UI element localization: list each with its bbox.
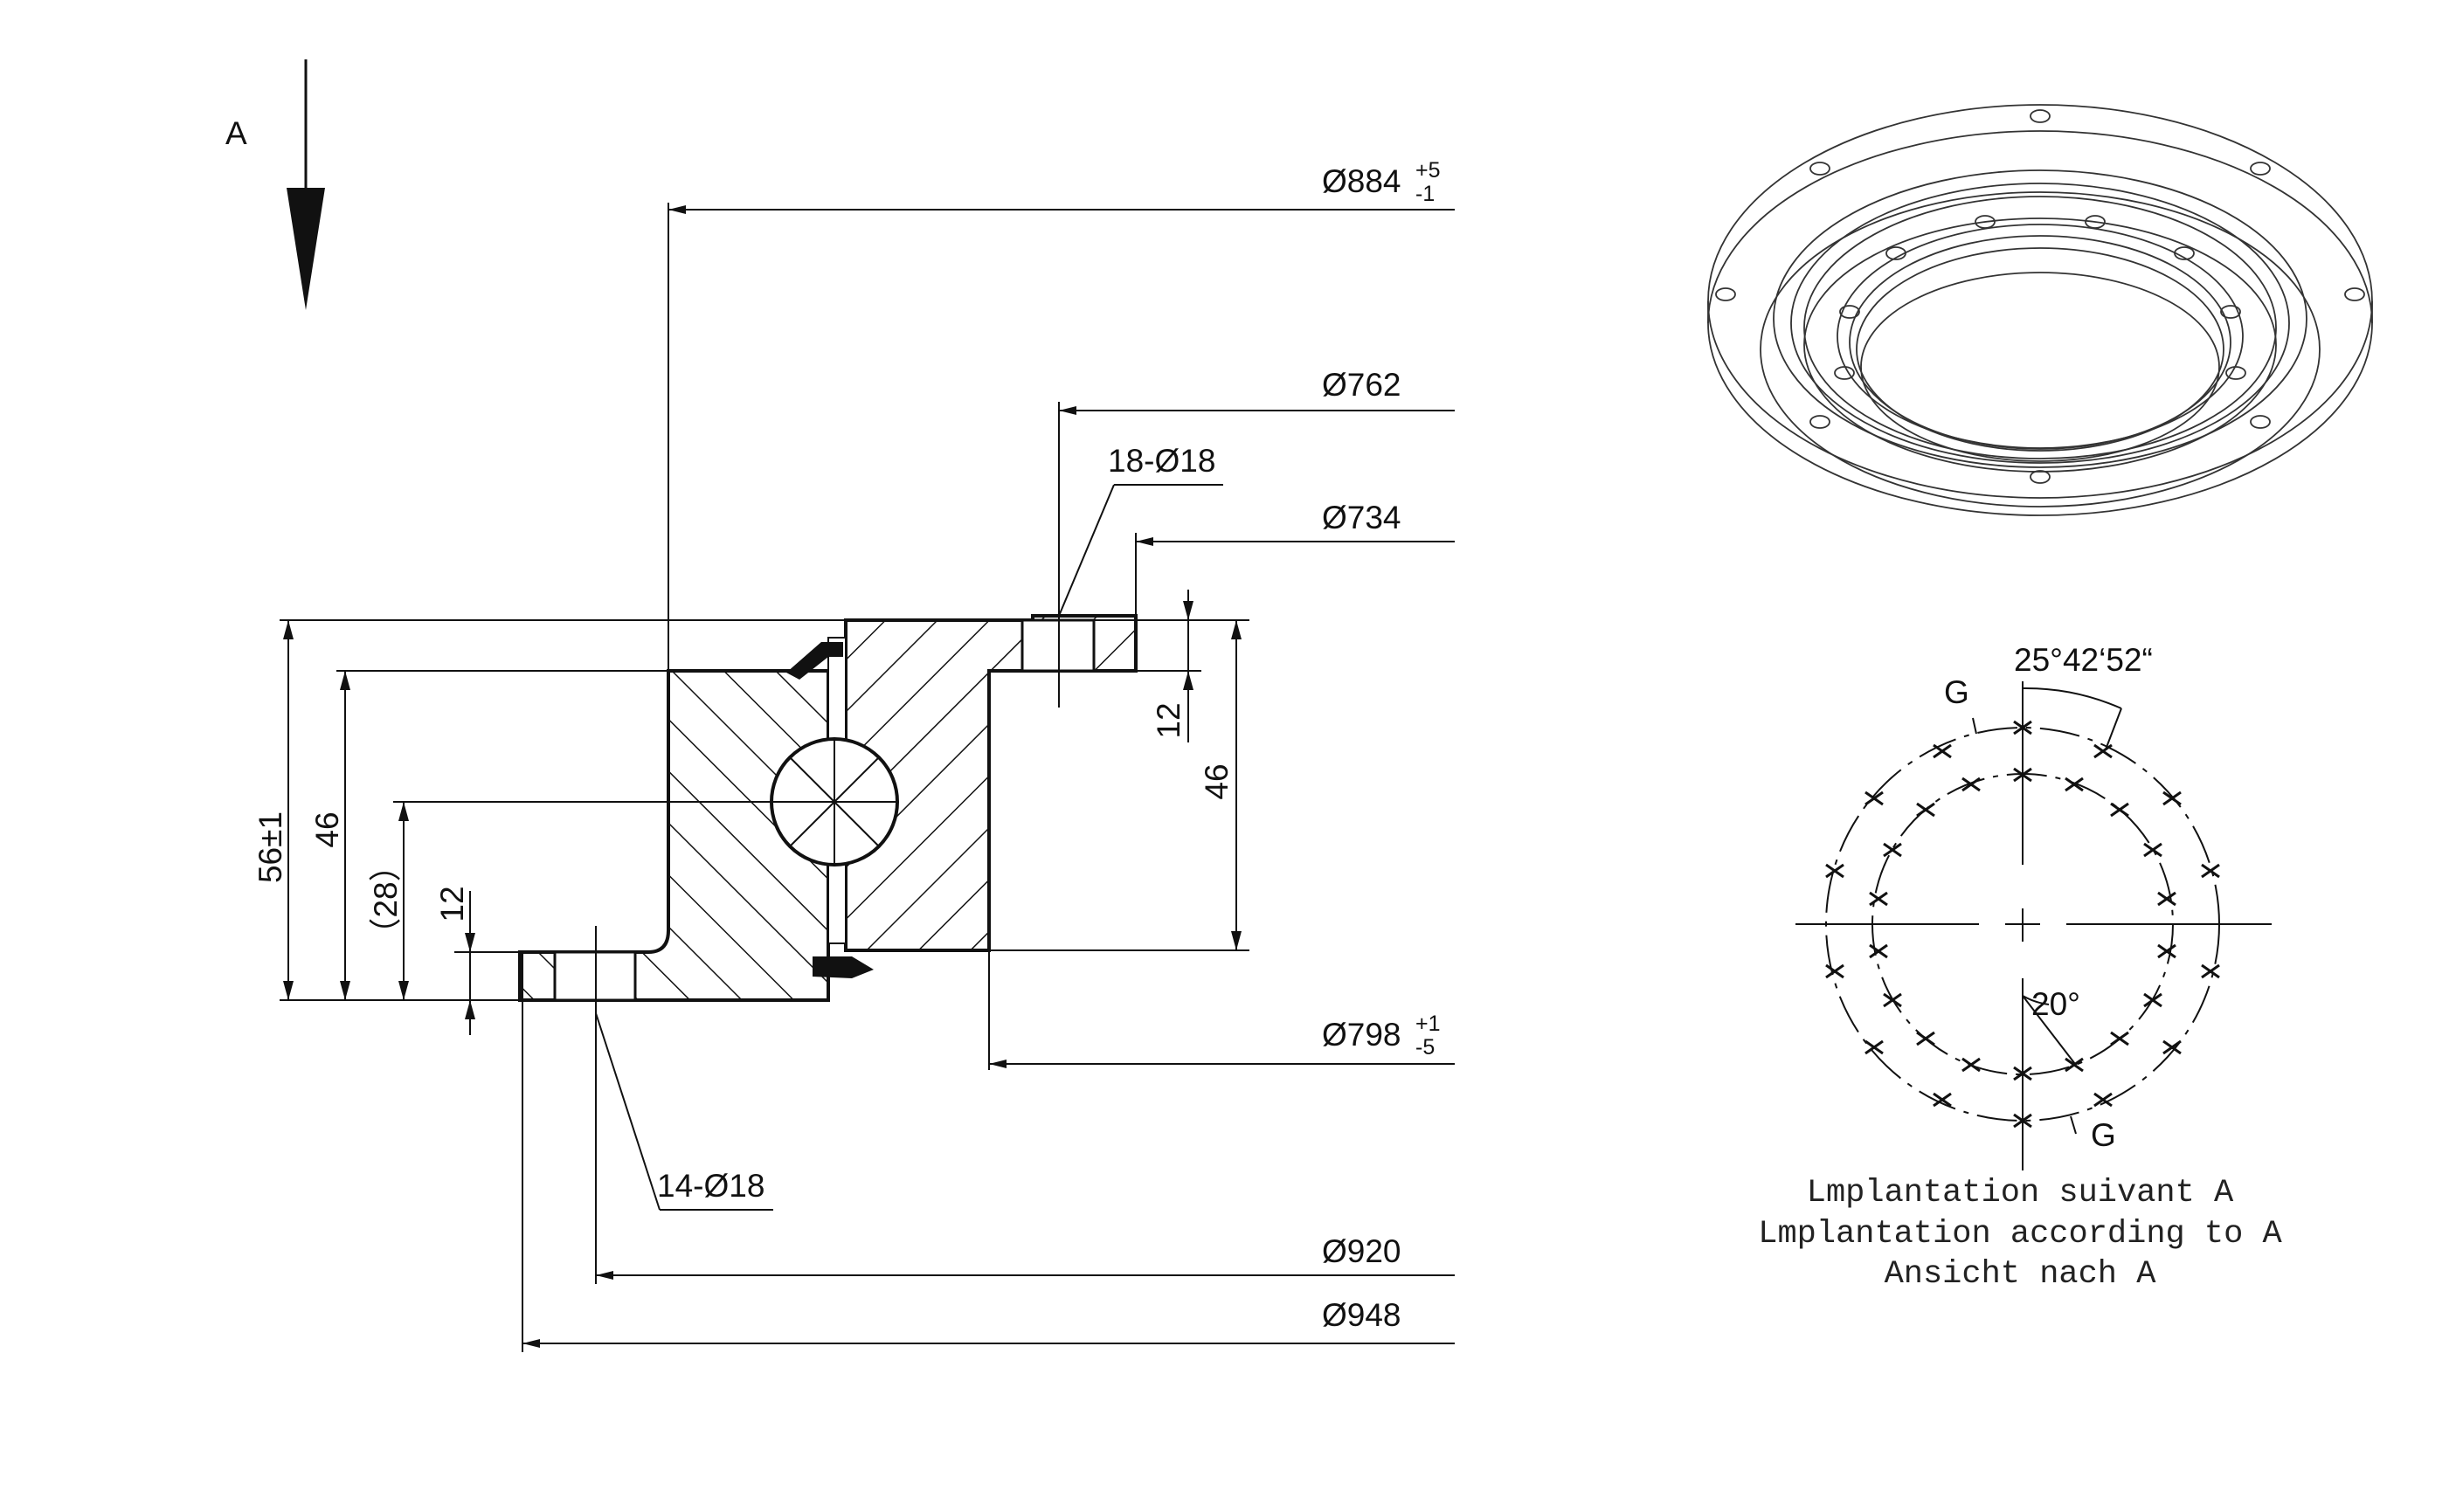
outer-hole-marks: [1825, 720, 2220, 1129]
dim-d734: Ø734: [1322, 500, 1401, 535]
dim-d948: Ø948: [1322, 1297, 1401, 1333]
outer-bolt-circle: [1825, 727, 2220, 1122]
dim-d884-tol-lower: -1: [1415, 182, 1435, 206]
dim-total-height: 56±1: [253, 811, 288, 883]
hole-layout-view: [1795, 681, 2272, 1170]
dim-d762: Ø762: [1322, 367, 1401, 403]
angle-outer-label: 25°42‘52“: [2014, 642, 2153, 678]
dim-reference-height: （28）: [368, 849, 404, 949]
view-label: A: [225, 115, 247, 151]
dim-inner-height: 46: [309, 811, 345, 847]
bearing-cross-section: [518, 614, 1138, 1002]
seal-bottom: [813, 956, 874, 978]
caption-french: Lmplantation suivant A: [1807, 1175, 2234, 1212]
dim-outer-height: 46: [1199, 763, 1235, 799]
dim-holes-top: 18-Ø18: [1108, 443, 1215, 479]
dim-d920: Ø920: [1322, 1233, 1401, 1269]
caption-english: Lmplantation according to A: [1758, 1216, 2282, 1253]
left-dimensions: [280, 619, 1136, 1035]
isometric-inner-holes: [1834, 215, 2246, 380]
dim-holes-bottom: 14-Ø18: [657, 1168, 764, 1204]
dim-d798-tol-upper: +1: [1415, 1011, 1441, 1036]
dim-d884: Ø884: [1322, 163, 1401, 199]
caption-german: Ansicht nach A: [1885, 1256, 2157, 1293]
diameter-leaders: [522, 203, 1455, 1352]
bearing-isometric-view: [1707, 104, 2373, 516]
isometric-outer-holes: [1715, 109, 2365, 484]
inner-hole-marks: [1869, 767, 2176, 1081]
dim-d798: Ø798: [1322, 1017, 1401, 1053]
right-dimensions: [989, 590, 1249, 951]
view-direction-arrow: [287, 59, 325, 310]
angle-inner-label: 20°: [2031, 986, 2080, 1022]
g-label-top: G: [1944, 674, 1969, 710]
dim-d798-tol-lower: -5: [1415, 1035, 1435, 1060]
dim-left-flange: 12: [434, 886, 470, 922]
g-label-bottom: G: [2091, 1117, 2116, 1153]
dim-right-flange: 12: [1151, 702, 1186, 738]
dim-d884-tol-upper: +5: [1415, 158, 1441, 183]
